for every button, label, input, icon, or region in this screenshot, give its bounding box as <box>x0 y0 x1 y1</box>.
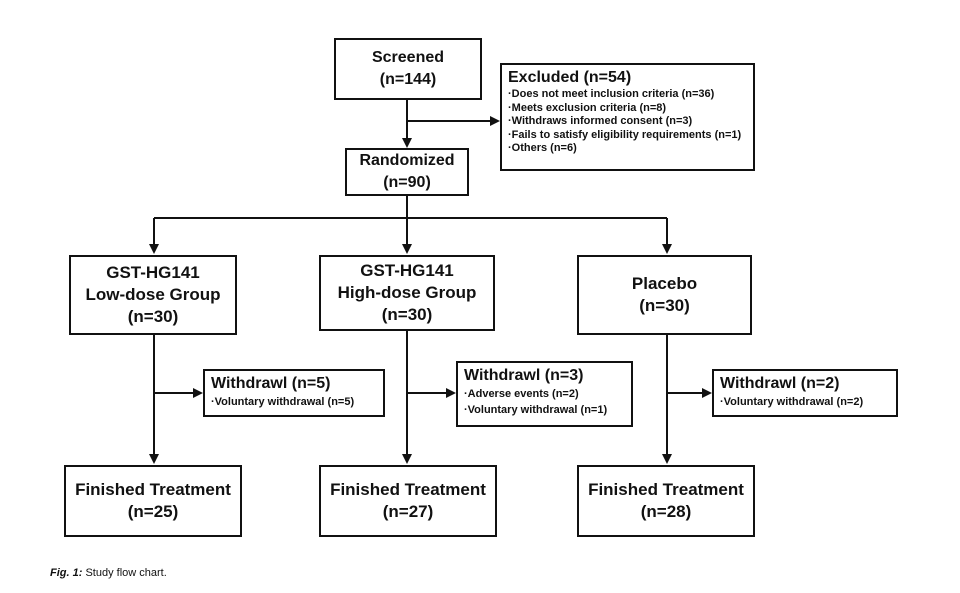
randomized-count: (n=90) <box>383 174 431 191</box>
group-count: (n=30) <box>127 307 179 326</box>
withdrawl-title: Withdrawl (n=3) <box>464 367 584 384</box>
group-dose-label: Low-dose Group <box>85 285 221 304</box>
group-drug-name: GST-HG141 <box>106 263 200 282</box>
group-low-dose-box: GST-HG141 Low-dose Group (n=30) <box>69 255 237 335</box>
group-count: (n=30) <box>639 296 690 315</box>
group-count: (n=30) <box>381 305 433 324</box>
withdrawl-item: ·Adverse events (n=2) <box>464 388 579 400</box>
group-drug-name: Placebo <box>631 274 698 293</box>
excluded-item: ·Fails to satisfy eligibility requiremen… <box>508 128 742 141</box>
finished-count: (n=27) <box>382 502 434 521</box>
finished-box-high-dose: Finished Treatment (n=27) <box>319 465 497 537</box>
withdrawl-box-high-dose: Withdrawl (n=3) ·Adverse events (n=2) ·V… <box>456 361 633 427</box>
figure-caption-text: Study flow chart. <box>85 567 167 579</box>
excluded-item: ·Withdraws informed consent (n=3) <box>508 115 693 127</box>
finished-count: (n=28) <box>640 502 692 521</box>
withdrawl-title: Withdrawl (n=5) <box>211 375 331 392</box>
excluded-item: ·Does not meet inclusion criteria (n=36) <box>508 88 715 100</box>
screened-title: Screened <box>371 49 445 66</box>
excluded-item: ·Others (n=6) <box>508 142 577 154</box>
withdrawl-item: ·Voluntary withdrawal (n=5) <box>211 396 355 408</box>
figure-caption: Fig. 1: Study flow chart. <box>50 567 167 579</box>
group-drug-name: GST-HG141 <box>360 261 454 280</box>
finished-box-placebo: Finished Treatment (n=28) <box>577 465 755 537</box>
figure-caption-label: Fig. 1: <box>50 567 83 579</box>
group-high-dose-box: GST-HG141 High-dose Group (n=30) <box>319 255 495 331</box>
screened-count: (n=144) <box>379 71 437 88</box>
finished-title: Finished Treatment <box>75 480 231 499</box>
excluded-box: Excluded (n=54) ·Does not meet inclusion… <box>500 63 755 171</box>
excluded-title: Excluded (n=54) <box>508 69 632 86</box>
withdrawl-box-low-dose: Withdrawl (n=5) ·Voluntary withdrawal (n… <box>203 369 385 417</box>
withdrawl-title: Withdrawl (n=2) <box>720 375 840 392</box>
finished-count: (n=25) <box>127 502 179 521</box>
group-dose-label: High-dose Group <box>337 283 477 302</box>
finished-title: Finished Treatment <box>588 480 744 499</box>
finished-title: Finished Treatment <box>330 480 486 499</box>
screened-box: Screened (n=144) <box>334 38 482 100</box>
excluded-item: ·Meets exclusion criteria (n=8) <box>508 101 667 114</box>
withdrawl-item: ·Voluntary withdrawal (n=1) <box>464 404 608 416</box>
randomized-title: Randomized <box>359 152 455 169</box>
withdrawl-item: ·Voluntary withdrawal (n=2) <box>720 396 864 408</box>
randomized-box: Randomized (n=90) <box>345 148 469 196</box>
finished-box-low-dose: Finished Treatment (n=25) <box>64 465 242 537</box>
withdrawl-box-placebo: Withdrawl (n=2) ·Voluntary withdrawal (n… <box>712 369 898 417</box>
group-placebo-box: Placebo (n=30) <box>577 255 752 335</box>
